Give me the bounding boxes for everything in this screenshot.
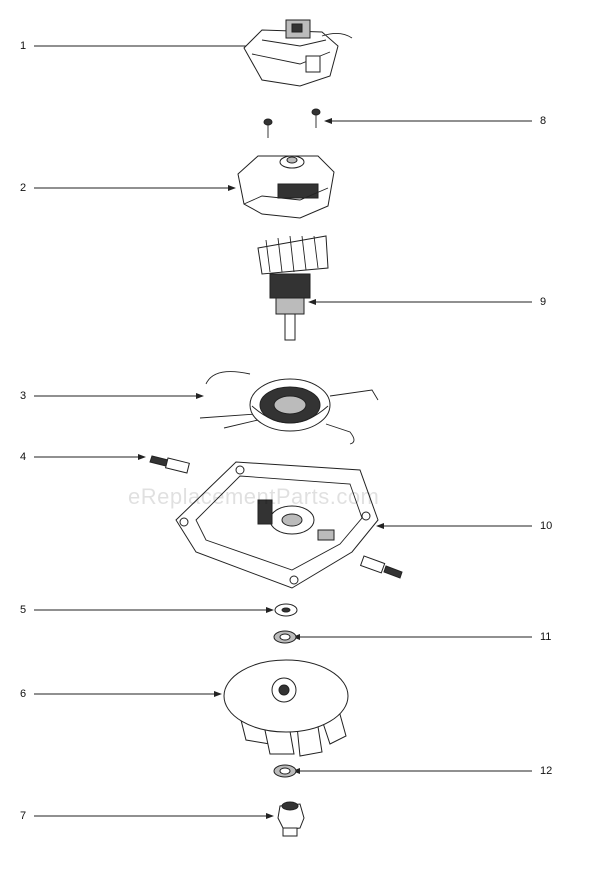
- callout-8: 8: [540, 115, 547, 127]
- callout-12: 12: [540, 765, 553, 777]
- callout-7: 7: [20, 810, 27, 822]
- callout-2: 2: [20, 182, 27, 194]
- part-8-screws: [263, 108, 321, 138]
- part-1-switch-bracket: [243, 19, 353, 87]
- callout-11: 11: [540, 631, 552, 643]
- part-12-washer: [273, 764, 297, 778]
- callout-6: 6: [20, 688, 27, 700]
- callout-10: 10: [540, 520, 553, 532]
- part-10-motor-housing: [175, 461, 379, 589]
- callout-3: 3: [20, 390, 27, 402]
- part-4-carbon-brush-right: [359, 555, 403, 579]
- callout-9: 9: [540, 296, 547, 308]
- part-5-washer: [274, 603, 298, 617]
- part-7-nut: [277, 801, 305, 837]
- part-11-washer: [273, 630, 297, 644]
- part-9-armature: [257, 235, 329, 341]
- leader-lines: [34, 43, 532, 819]
- callout-1: 1: [20, 40, 27, 52]
- callout-5: 5: [20, 604, 27, 616]
- callout-4: 4: [20, 451, 27, 463]
- part-2-motor-cover: [237, 155, 335, 219]
- part-4-carbon-brush: [149, 455, 190, 474]
- part-6-fan: [223, 659, 349, 757]
- watermark-text: eReplacementParts.com: [128, 484, 380, 509]
- part-3-field-coil: [199, 371, 379, 445]
